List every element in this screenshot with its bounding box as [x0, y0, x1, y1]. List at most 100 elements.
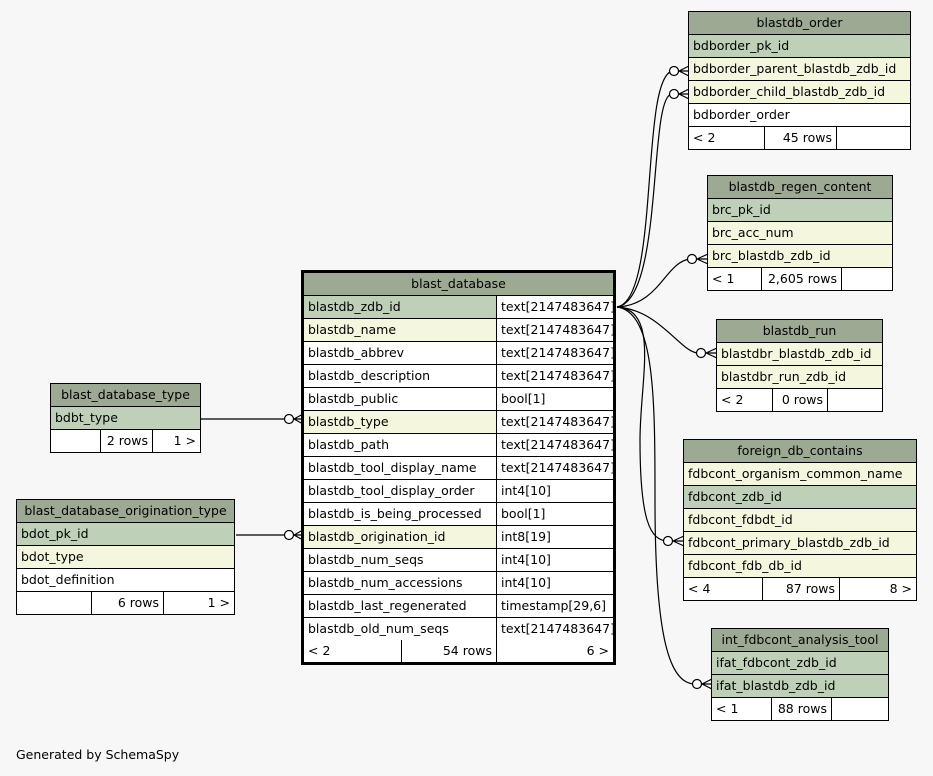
- column-row[interactable]: fdbcont_fdb_db_id: [684, 555, 916, 578]
- column-name[interactable]: blastdb_is_being_processed: [304, 503, 496, 525]
- children-count[interactable]: 8 >: [839, 578, 916, 600]
- column-row[interactable]: ifat_fdbcont_zdb_id: [712, 652, 888, 675]
- column-name[interactable]: brc_pk_id: [708, 199, 892, 221]
- parents-count[interactable]: < 2: [304, 640, 401, 662]
- column-name[interactable]: blastdb_zdb_id: [304, 296, 496, 318]
- column-row[interactable]: bdot_pk_id: [17, 523, 234, 546]
- children-count[interactable]: 1 >: [152, 430, 200, 452]
- column-name[interactable]: blastdb_origination_id: [304, 526, 496, 548]
- column-row[interactable]: bdot_definition: [17, 569, 234, 592]
- column-name[interactable]: bdot_pk_id: [17, 523, 234, 545]
- column-name[interactable]: bdot_type: [17, 546, 234, 568]
- column-row[interactable]: brc_blastdb_zdb_id: [708, 245, 892, 268]
- column-name[interactable]: bdborder_pk_id: [689, 35, 910, 57]
- table-title[interactable]: blastdb_regen_content: [708, 176, 892, 199]
- column-name[interactable]: blastdb_name: [304, 319, 496, 341]
- column-row[interactable]: bdbt_type: [51, 407, 200, 430]
- children-count[interactable]: [841, 268, 892, 290]
- column-name[interactable]: blastdbr_blastdb_zdb_id: [717, 343, 882, 365]
- column-name[interactable]: blastdb_path: [304, 434, 496, 456]
- column-row[interactable]: blastdbr_blastdb_zdb_id: [717, 343, 882, 366]
- parents-count[interactable]: < 1: [708, 268, 761, 290]
- column-name[interactable]: bdbt_type: [51, 407, 200, 429]
- column-name[interactable]: blastdb_old_num_seqs: [304, 618, 496, 640]
- column-name[interactable]: blastdb_tool_display_order: [304, 480, 496, 502]
- column-name[interactable]: brc_acc_num: [708, 222, 892, 244]
- table-title[interactable]: foreign_db_contains: [684, 440, 916, 463]
- parents-count[interactable]: < 4: [684, 578, 762, 600]
- column-row[interactable]: bdborder_pk_id: [689, 35, 910, 58]
- parents-count[interactable]: < 2: [717, 389, 772, 411]
- column-name[interactable]: blastdb_num_seqs: [304, 549, 496, 571]
- column-name[interactable]: brc_blastdb_zdb_id: [708, 245, 892, 267]
- column-row[interactable]: blastdbr_run_zdb_id: [717, 366, 882, 389]
- column-name[interactable]: bdot_definition: [17, 569, 234, 591]
- children-count[interactable]: [836, 127, 910, 149]
- column-name[interactable]: blastdbr_run_zdb_id: [717, 366, 882, 388]
- column-row[interactable]: bdborder_child_blastdb_zdb_id: [689, 81, 910, 104]
- column-name[interactable]: bdborder_order: [689, 104, 910, 126]
- table-title[interactable]: blast_database: [304, 273, 613, 296]
- column-name[interactable]: fdbcont_fdbdt_id: [684, 509, 916, 531]
- column-name[interactable]: ifat_fdbcont_zdb_id: [712, 652, 888, 674]
- column-name[interactable]: ifat_blastdb_zdb_id: [712, 675, 888, 697]
- column-row[interactable]: brc_pk_id: [708, 199, 892, 222]
- children-count[interactable]: 6 >: [496, 640, 613, 662]
- column-name[interactable]: bdborder_parent_blastdb_zdb_id: [689, 58, 910, 80]
- table-title[interactable]: blast_database_origination_type: [17, 500, 234, 523]
- column-name[interactable]: blastdb_public: [304, 388, 496, 410]
- column-row[interactable]: fdbcont_zdb_id: [684, 486, 916, 509]
- column-row[interactable]: bdborder_order: [689, 104, 910, 127]
- children-count[interactable]: [827, 389, 882, 411]
- column-row[interactable]: fdbcont_fdbdt_id: [684, 509, 916, 532]
- children-count[interactable]: [831, 698, 888, 720]
- column-name[interactable]: blastdb_abbrev: [304, 342, 496, 364]
- table-title[interactable]: blast_database_type: [51, 384, 200, 407]
- column-row[interactable]: bdborder_parent_blastdb_zdb_id: [689, 58, 910, 81]
- parents-count[interactable]: < 1: [712, 698, 771, 720]
- children-count[interactable]: 1 >: [163, 592, 234, 614]
- column-name[interactable]: blastdb_description: [304, 365, 496, 387]
- column-name[interactable]: fdbcont_zdb_id: [684, 486, 916, 508]
- table-title[interactable]: blastdb_order: [689, 12, 910, 35]
- column-name[interactable]: blastdb_type: [304, 411, 496, 433]
- column-name[interactable]: bdborder_child_blastdb_zdb_id: [689, 81, 910, 103]
- column-row[interactable]: brc_acc_num: [708, 222, 892, 245]
- table-title[interactable]: blastdb_run: [717, 320, 882, 343]
- column-row[interactable]: ifat_blastdb_zdb_id: [712, 675, 888, 698]
- parents-count[interactable]: < 2: [689, 127, 764, 149]
- column-name[interactable]: fdbcont_organism_common_name: [684, 463, 916, 485]
- column-name[interactable]: blastdb_tool_display_name: [304, 457, 496, 479]
- column-row[interactable]: fdbcont_primary_blastdb_zdb_id: [684, 532, 916, 555]
- column-row[interactable]: bdot_type: [17, 546, 234, 569]
- column-row[interactable]: fdbcont_organism_common_name: [684, 463, 916, 486]
- column-name[interactable]: blastdb_num_accessions: [304, 572, 496, 594]
- parents-count[interactable]: [51, 430, 100, 452]
- parents-count[interactable]: [17, 592, 91, 614]
- column-name[interactable]: fdbcont_fdb_db_id: [684, 555, 916, 577]
- column-name[interactable]: blastdb_last_regenerated: [304, 595, 496, 617]
